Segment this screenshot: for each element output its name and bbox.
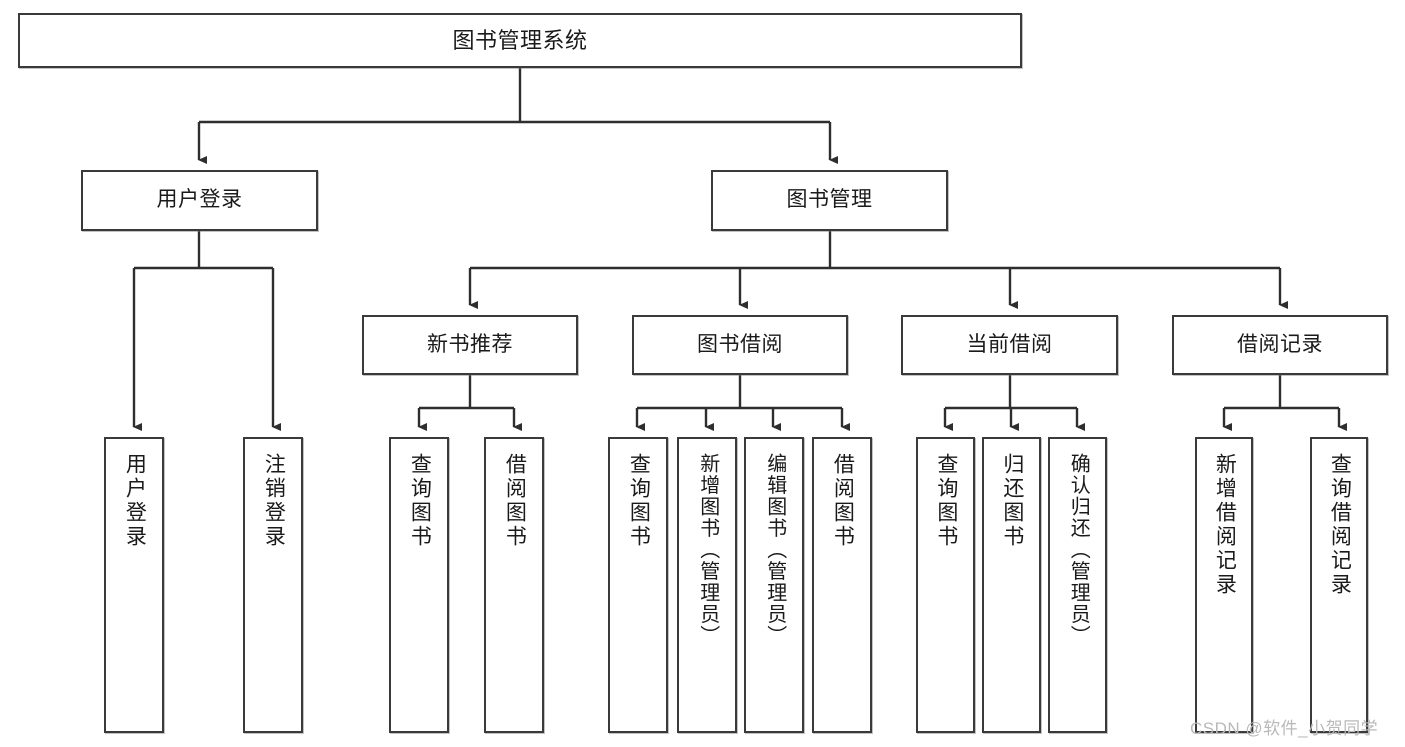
node-label: 图书管理 [786, 188, 873, 212]
node-label: 查询图书 [627, 453, 651, 549]
node-label: 借阅图书 [503, 453, 527, 549]
node-root-book-management-system[interactable]: 图书管理系统 [18, 13, 1022, 68]
leaf-add-book-admin[interactable]: 新增图书（管理员） [677, 437, 737, 733]
node-current-borrowing[interactable]: 当前借阅 [901, 315, 1118, 375]
node-label: 当前借阅 [966, 332, 1053, 356]
leaf-user-login[interactable]: 用户登录 [104, 437, 164, 733]
leaf-logout[interactable]: 注销登录 [243, 437, 303, 733]
node-label: 编辑图书（管理员） [763, 453, 786, 647]
leaf-query-books-recommend[interactable]: 查询图书 [389, 437, 449, 733]
node-label: 确认归还（管理员） [1067, 453, 1090, 647]
node-new-book-recommendation[interactable]: 新书推荐 [362, 315, 578, 375]
csdn-watermark: CSDN @软件_小贺同学 [1190, 719, 1379, 738]
node-label: 查询借阅记录 [1328, 453, 1352, 597]
node-label: 图书管理系统 [452, 27, 588, 53]
node-label: 新增图书（管理员） [696, 453, 719, 647]
leaf-query-books-current[interactable]: 查询图书 [916, 437, 975, 733]
node-label: 用户登录 [156, 188, 243, 212]
leaf-add-borrow-record[interactable]: 新增借阅记录 [1195, 437, 1253, 733]
leaf-query-books-borrow[interactable]: 查询图书 [608, 437, 668, 733]
node-label: 新增借阅记录 [1213, 453, 1237, 597]
node-book-borrowing[interactable]: 图书借阅 [632, 315, 848, 375]
node-label: 用户登录 [123, 453, 147, 549]
leaf-confirm-return-admin[interactable]: 确认归还（管理员） [1048, 437, 1107, 733]
leaf-borrow-books-recommend[interactable]: 借阅图书 [484, 437, 544, 733]
node-label: 查询图书 [408, 453, 432, 549]
node-label: 查询图书 [934, 453, 958, 549]
node-borrowing-records[interactable]: 借阅记录 [1172, 315, 1388, 375]
leaf-query-borrow-record[interactable]: 查询借阅记录 [1310, 437, 1368, 733]
node-label: 图书借阅 [697, 332, 783, 356]
leaf-edit-book-admin[interactable]: 编辑图书（管理员） [744, 437, 804, 733]
node-user-login[interactable]: 用户登录 [81, 170, 318, 231]
leaf-return-books[interactable]: 归还图书 [982, 437, 1041, 733]
node-label: 借阅图书 [831, 453, 855, 549]
node-label: 归还图书 [1000, 453, 1024, 549]
node-label: 新书推荐 [427, 332, 513, 356]
node-label: 借阅记录 [1237, 332, 1323, 356]
node-label: 注销登录 [262, 453, 286, 549]
node-book-management[interactable]: 图书管理 [711, 170, 948, 231]
leaf-borrow-books[interactable]: 借阅图书 [812, 437, 872, 733]
